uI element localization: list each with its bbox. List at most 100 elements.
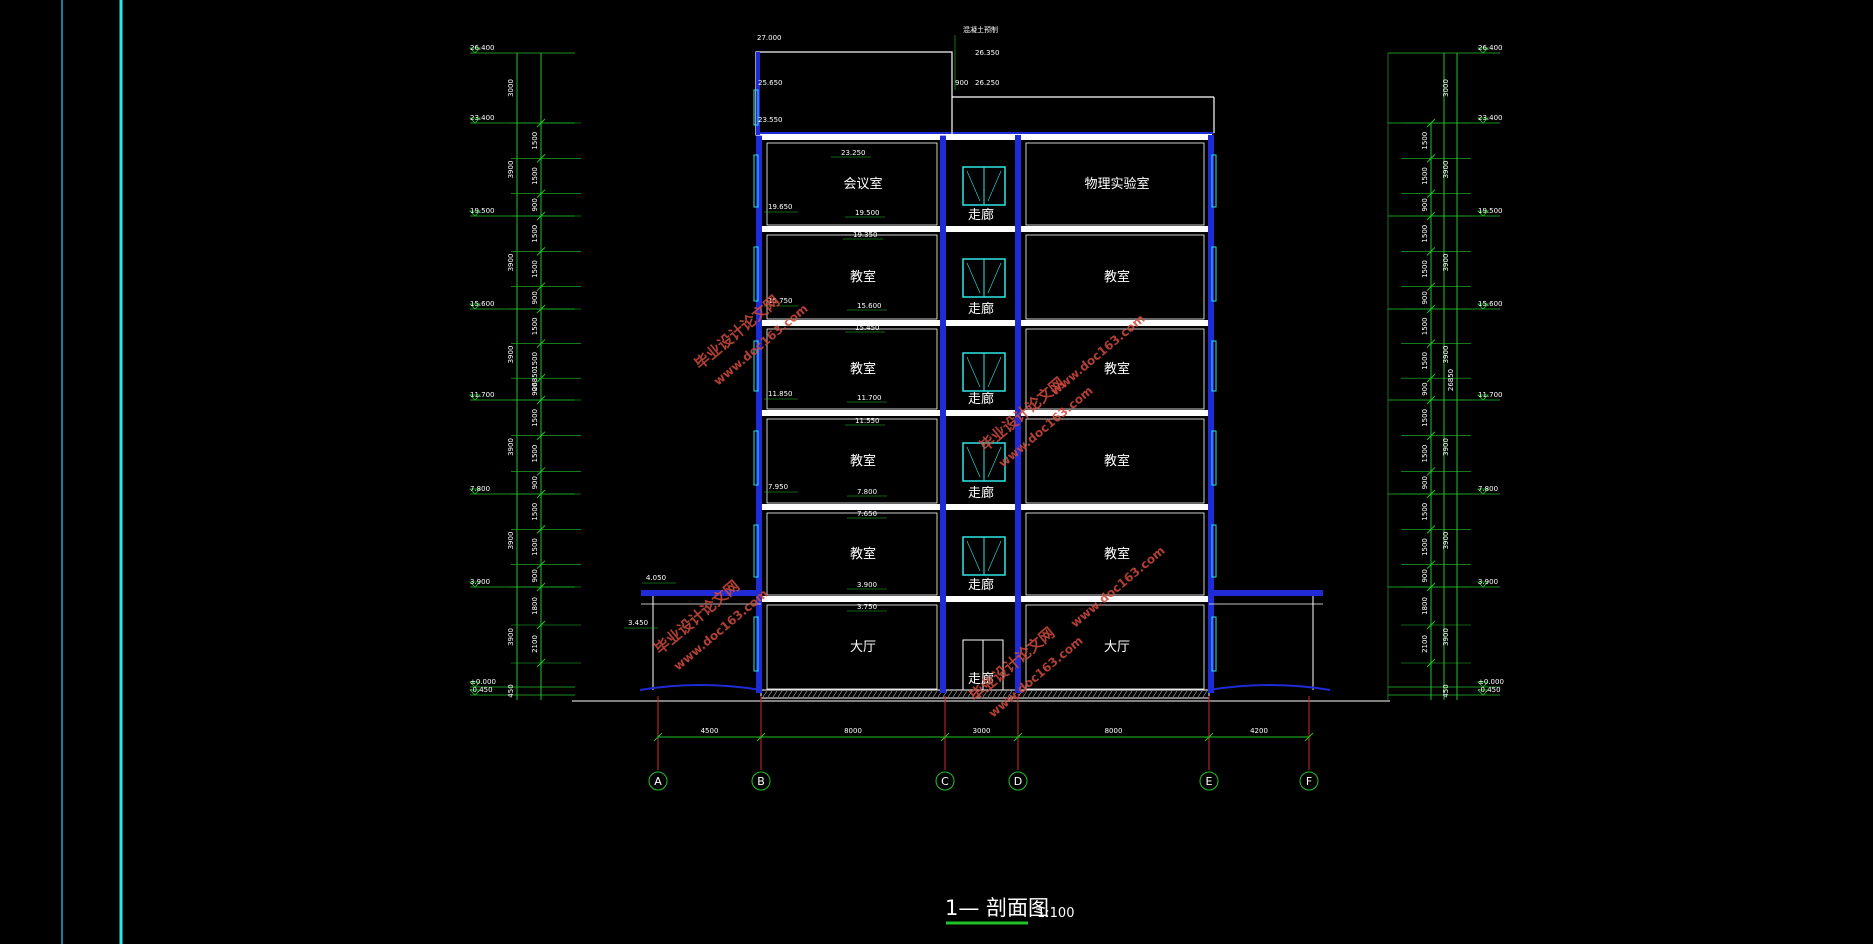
room-outline-right bbox=[1025, 234, 1205, 320]
dim-label-outer: 3900 bbox=[1442, 438, 1450, 456]
ground-slab-hatch bbox=[1177, 690, 1183, 698]
window-right bbox=[1211, 340, 1217, 392]
axis-label: F bbox=[1306, 775, 1312, 788]
elevation-label: 7.800 bbox=[470, 485, 490, 493]
ground-slab-hatch bbox=[927, 690, 933, 698]
room-label-right: 教室 bbox=[1104, 269, 1130, 285]
corridor-window-swing bbox=[987, 356, 1002, 388]
room-outline-right bbox=[1025, 418, 1205, 504]
dim-label-outer: 3900 bbox=[507, 346, 515, 364]
dim-label-inner: 1500 bbox=[1421, 409, 1429, 427]
canopy-left bbox=[641, 590, 761, 596]
top-elevation-label: 900 bbox=[955, 79, 968, 87]
dim-label-outer: 3900 bbox=[507, 628, 515, 646]
axis-dim-tick bbox=[1304, 732, 1314, 742]
ground-slab-hatch bbox=[1032, 690, 1038, 698]
elevation-marker bbox=[469, 394, 481, 401]
ground-slab-hatch bbox=[1082, 690, 1088, 698]
ground-slab-hatch bbox=[1002, 690, 1008, 698]
elevation-marker bbox=[469, 581, 481, 588]
room-label-right: 物理实验室 bbox=[1084, 176, 1149, 192]
top-elevation-label: 27.000 bbox=[757, 34, 782, 42]
elevation-marker bbox=[1477, 689, 1489, 696]
room-label-right: 教室 bbox=[1104, 361, 1130, 377]
top-elevation-label: 25.650 bbox=[758, 79, 783, 87]
elevation-marker bbox=[1477, 210, 1489, 217]
room-label-right: 教室 bbox=[1104, 453, 1130, 469]
ground-slab-hatch bbox=[982, 690, 988, 698]
elevation-label: 19.500 bbox=[1478, 207, 1503, 215]
window-left bbox=[753, 340, 759, 392]
window-right bbox=[1211, 616, 1217, 672]
elevation-label: -0.450 bbox=[470, 686, 493, 694]
ground-slab-hatch bbox=[992, 690, 998, 698]
room-outline-right bbox=[1025, 142, 1205, 226]
axis-dim-tick bbox=[1204, 732, 1214, 742]
elevation-marker bbox=[469, 689, 481, 696]
axis-bubble bbox=[751, 771, 771, 791]
elevation-label: 15.600 bbox=[470, 300, 495, 308]
dim-label-outer: 3900 bbox=[507, 254, 515, 272]
inner-elevation-label: 23.250 bbox=[841, 149, 866, 157]
window-right bbox=[1211, 524, 1217, 578]
drawing-title: 1— 剖面图 bbox=[945, 896, 1049, 920]
room-outline-left bbox=[766, 234, 938, 320]
dim-label-outer: 3900 bbox=[1442, 161, 1450, 179]
dimension-lines bbox=[469, 35, 1500, 700]
room-label-right: 教室 bbox=[1104, 546, 1130, 562]
ground-slab-hatch bbox=[962, 690, 968, 698]
ground-slab-hatch bbox=[1107, 690, 1113, 698]
dim-label-inner: 1500 bbox=[1421, 445, 1429, 463]
elevation-label: 3.900 bbox=[1478, 578, 1498, 586]
wall-axis-d bbox=[1015, 135, 1021, 693]
dim-label-inner: 900 bbox=[531, 382, 539, 395]
dim-label-outer: 3900 bbox=[507, 161, 515, 179]
room-label-corridor: 走廊 bbox=[968, 301, 994, 317]
dim-label-inner: 1500 bbox=[1421, 352, 1429, 370]
corridor-window-swing bbox=[966, 540, 981, 572]
ground-slab-hatch bbox=[772, 690, 778, 698]
ground-slab-hatch bbox=[902, 690, 908, 698]
top-elevation-label: 23.550 bbox=[758, 116, 783, 124]
axis-dim-label: 8000 bbox=[1105, 727, 1123, 735]
ground-slab-hatch bbox=[1162, 690, 1168, 698]
ground-slab-hatch bbox=[857, 690, 863, 698]
ground-slab-hatch bbox=[972, 690, 978, 698]
elevation-label: 15.600 bbox=[1478, 300, 1503, 308]
inner-elevation-label: 7.650 bbox=[857, 510, 877, 518]
inner-elevation-label: 3.750 bbox=[857, 603, 877, 611]
elevation-marker bbox=[1477, 47, 1489, 54]
dim-label-inner: 900 bbox=[1421, 569, 1429, 582]
inner-elevation-label: 15.600 bbox=[857, 302, 882, 310]
axis-label: D bbox=[1014, 775, 1022, 788]
dim-label-inner: 1800 bbox=[531, 597, 539, 615]
ground-slab-hatch bbox=[1007, 690, 1013, 698]
dim-label-inner: 1500 bbox=[1421, 538, 1429, 556]
ground-slab-hatch bbox=[1097, 690, 1103, 698]
ground-slab-hatch bbox=[987, 690, 993, 698]
stair-penthouse bbox=[755, 51, 953, 136]
axis-dim-tick bbox=[940, 732, 950, 742]
elevation-label: 3.900 bbox=[470, 578, 490, 586]
room-outline-right bbox=[1025, 328, 1205, 410]
ground-slab-hatch bbox=[847, 690, 853, 698]
axis-label: C bbox=[941, 775, 949, 788]
side-elevation-label: 19.650 bbox=[768, 203, 793, 211]
ground-slab-hatch bbox=[952, 690, 958, 698]
ground-slab-hatch bbox=[1197, 690, 1203, 698]
wall-axis-b bbox=[756, 135, 762, 693]
ground-slab-hatch bbox=[877, 690, 883, 698]
elevation-marker bbox=[469, 488, 481, 495]
ground-slab-hatch bbox=[1182, 690, 1188, 698]
room-outline-left bbox=[766, 604, 938, 690]
window-right bbox=[1211, 430, 1217, 486]
room-label-corridor: 走廊 bbox=[968, 207, 994, 223]
dim-label-inner: 1500 bbox=[531, 317, 539, 335]
room-label-left: 大厅 bbox=[850, 640, 876, 655]
dim-label-inner: 1500 bbox=[1421, 167, 1429, 185]
room-outline-left bbox=[766, 142, 938, 226]
ground-slab-hatch bbox=[832, 690, 838, 698]
floor-slab bbox=[758, 596, 1212, 602]
dim-label-inner: 1500 bbox=[1421, 503, 1429, 521]
